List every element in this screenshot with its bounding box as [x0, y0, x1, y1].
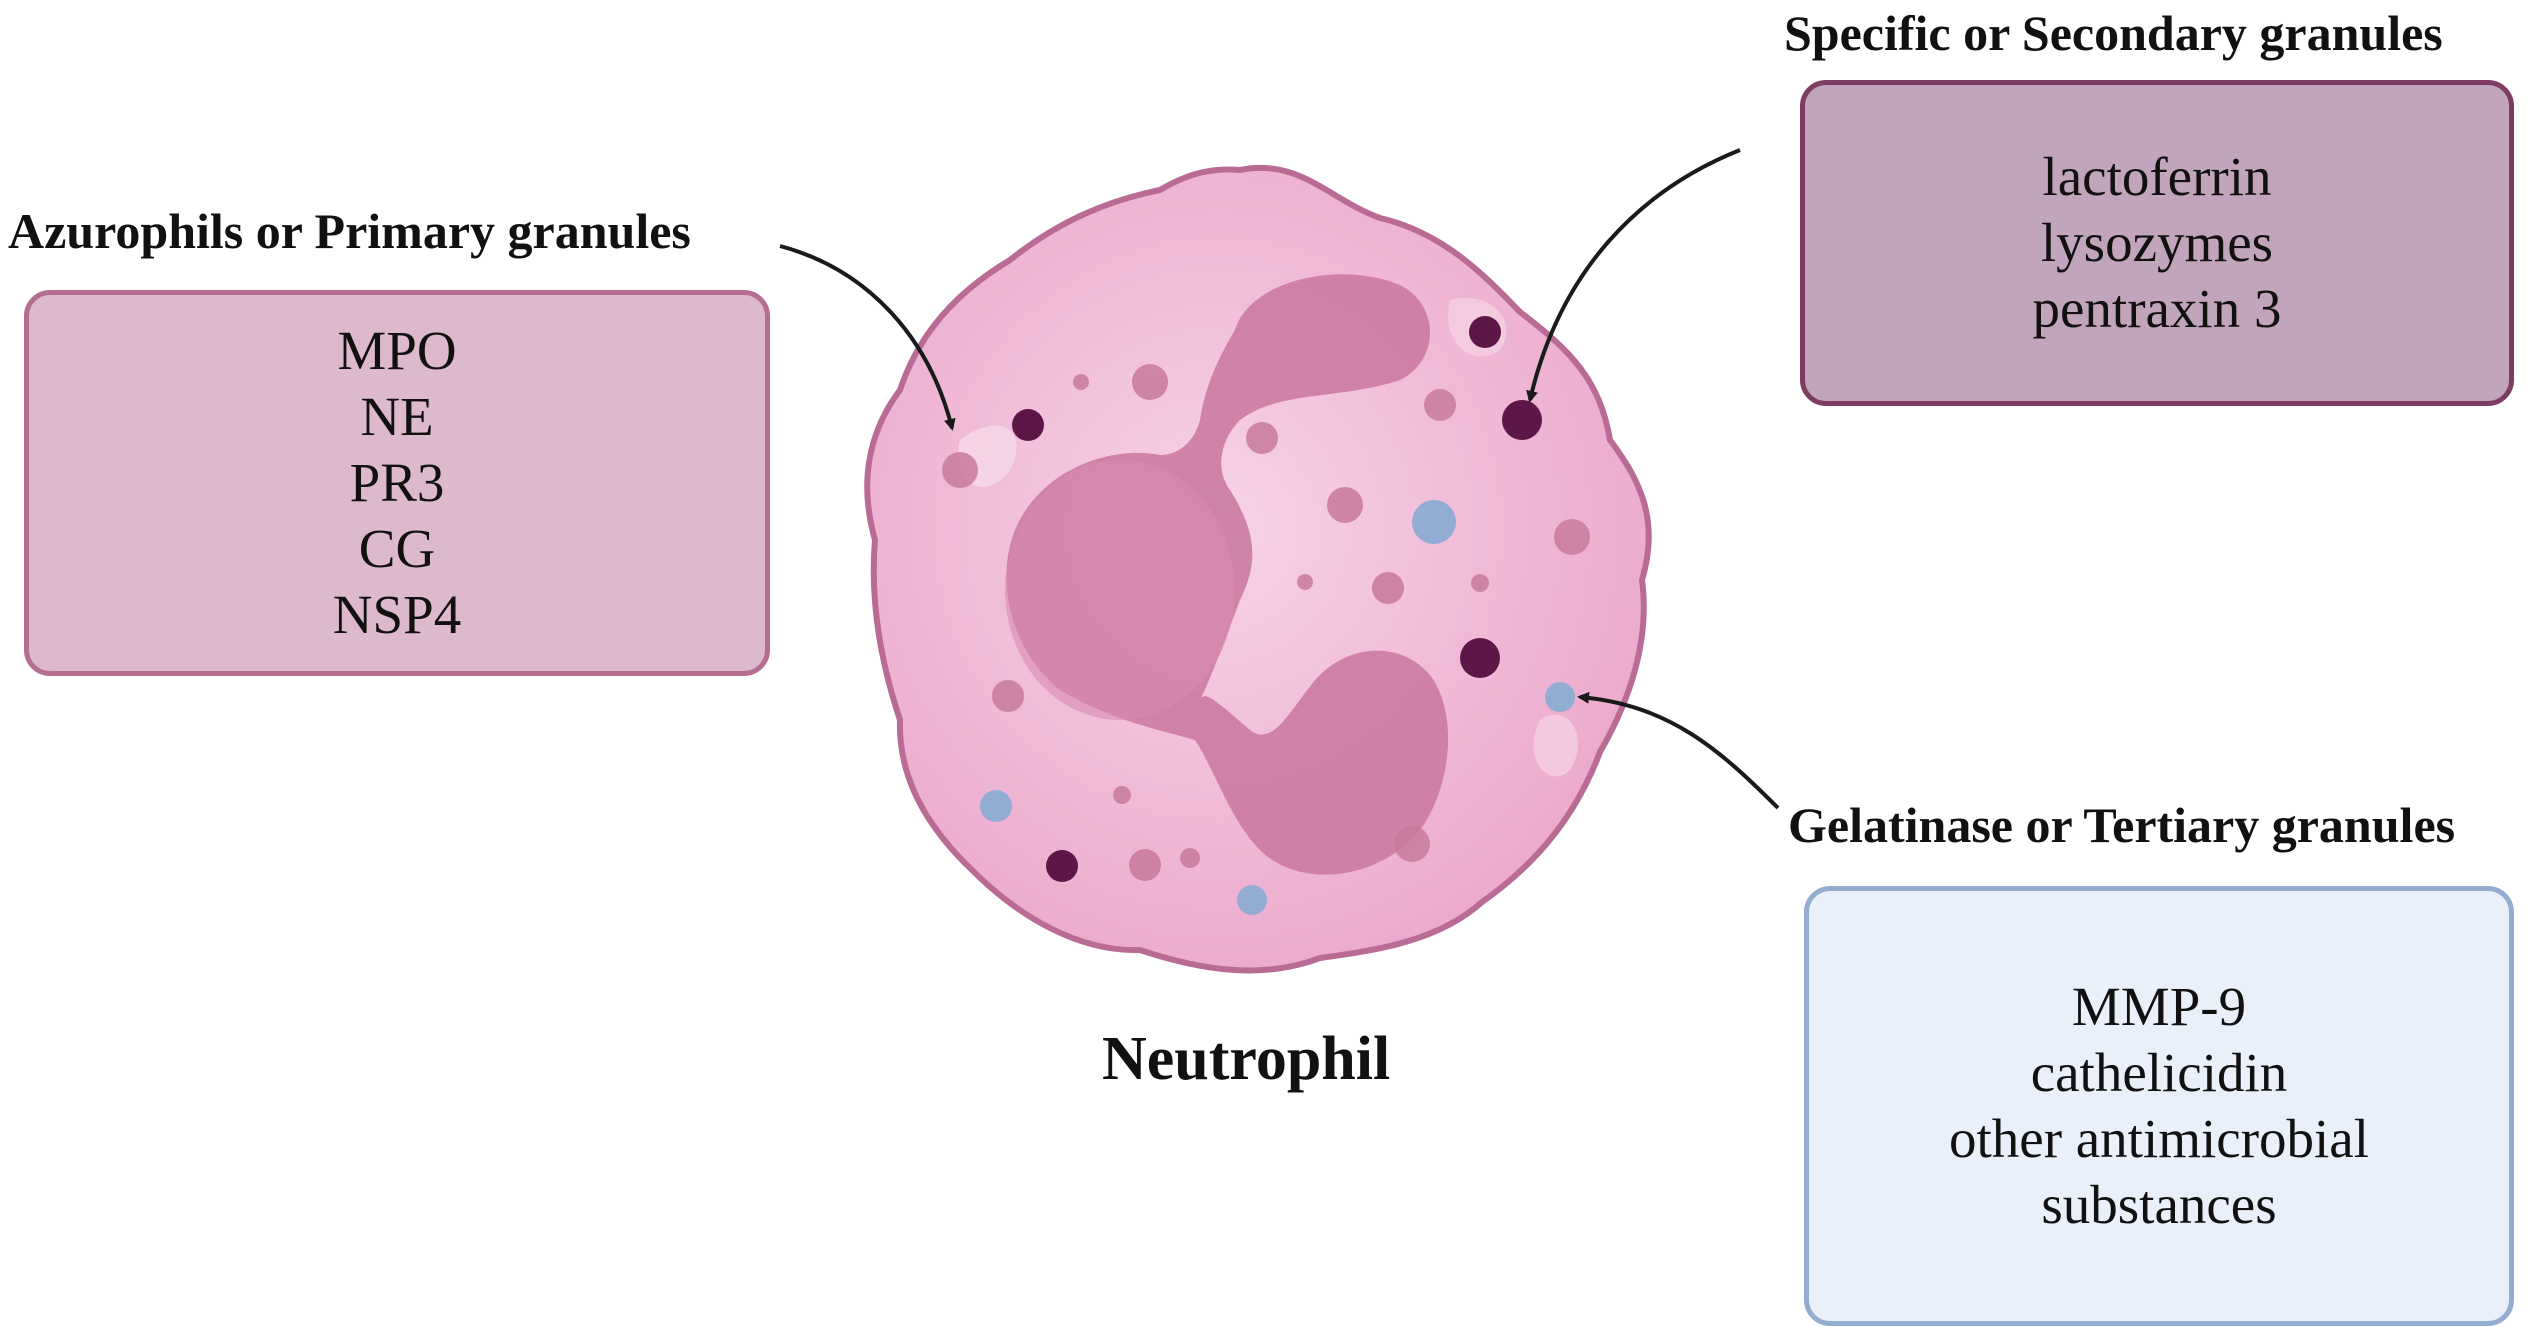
arrow-secondary — [1526, 148, 1741, 403]
primary-granules-heading: Azurophils or Primary granules — [8, 203, 691, 259]
cell-membrane — [864, 165, 1652, 974]
membrane-fold — [1533, 714, 1579, 777]
granule-item: other antimicrobial — [1949, 1108, 2369, 1169]
granule-item: NE — [360, 386, 434, 447]
tertiary-granules-box: MMP-9 cathelicidin other antimicrobial s… — [1804, 886, 2514, 1326]
nucleus-lobe — [1005, 460, 1235, 720]
specific-granules — [1012, 316, 1542, 882]
granule-item: PR3 — [349, 452, 445, 513]
arrow-tertiary — [1577, 691, 1780, 810]
primary-granules — [942, 364, 1590, 881]
granule-item: lactoferrin — [2042, 146, 2272, 207]
granule-item: CG — [358, 518, 436, 579]
secondary-granules-box: lactoferrin lysozymes pentraxin 3 — [1800, 80, 2514, 406]
tertiary-granules-heading: Gelatinase or Tertiary granules — [1788, 797, 2456, 853]
granule-item: NSP4 — [332, 584, 462, 645]
primary-granules-box: MPO NE PR3 CG NSP4 — [24, 290, 770, 676]
secondary-granules-heading: Specific or Secondary granules — [1784, 5, 2443, 61]
granule-item: substances — [2041, 1174, 2277, 1235]
granule-item: pentraxin 3 — [2032, 278, 2282, 339]
arrow-primary — [779, 244, 956, 431]
granule-item: lysozymes — [2040, 212, 2274, 273]
granule-item: cathelicidin — [2030, 1042, 2288, 1103]
granule-item: MMP-9 — [2071, 976, 2247, 1037]
granule-item: MPO — [337, 320, 457, 381]
tertiary-granules — [980, 500, 1575, 915]
neutrophil-label: Neutrophil — [1102, 1025, 1391, 1093]
